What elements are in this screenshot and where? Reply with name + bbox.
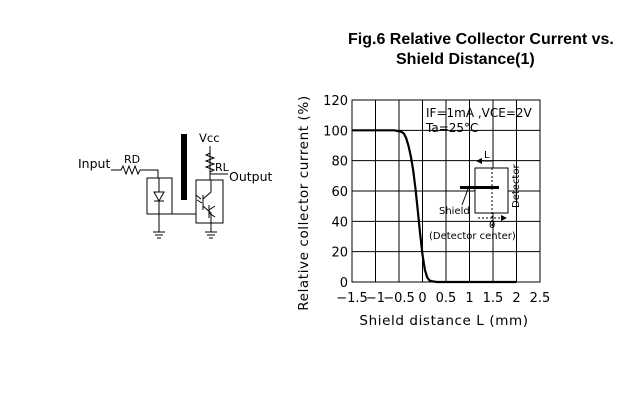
figure-title-line-2: Shield Distance(1) [396, 51, 535, 68]
x-tick-label-8: 2.5 [530, 291, 551, 306]
x-tick-label-2: −0.5 [383, 291, 415, 306]
x-tick-label-1: −1 [366, 291, 385, 306]
circuit-diagram: Input RD Vcc RL Output [78, 131, 273, 239]
y-tick-label-0: 0 [340, 276, 348, 291]
inset-shield-plate [460, 186, 499, 189]
detector-ground-symbol [205, 231, 217, 239]
inset-shield-label: Shield [439, 206, 470, 217]
figure-title-line-1: Fig.6 Relative Collector Current vs. [348, 31, 614, 48]
figure-title: Fig.6 Relative Collector Current vs. Shi… [348, 30, 614, 70]
inset-detector-body [474, 167, 509, 214]
rl-resistor [204, 152, 216, 173]
rd-resistor [111, 164, 159, 178]
y-tick-label-6: 120 [323, 94, 348, 109]
x-tick-label-4: 0.5 [436, 291, 457, 306]
rl-label: RL [215, 161, 230, 174]
y-axis-label: Relative collector current (%) [296, 95, 312, 310]
series-line-0 [352, 129, 517, 284]
y-tick-label-1: 20 [331, 246, 348, 261]
y-tick-labels: 0 20 40 60 80 100 120 [323, 94, 348, 291]
inset-caption: (Detector center) [429, 231, 516, 242]
x-tick-label-5: 1 [465, 291, 473, 306]
x-tick-label-3: 0 [418, 291, 426, 306]
x-tick-label-0: −1.5 [336, 291, 368, 306]
test-condition-2: Ta=25°C [425, 121, 478, 135]
rd-label: RD [124, 153, 140, 166]
inset-l-label: L [484, 150, 490, 161]
led-symbol [153, 178, 165, 232]
chart-series [352, 129, 517, 284]
emitter-ground-symbol [153, 231, 165, 239]
inset-detector-label: Detector [511, 164, 522, 208]
y-tick-label-5: 100 [323, 124, 348, 139]
input-label: Input [78, 156, 110, 171]
y-tick-label-3: 60 [331, 185, 348, 200]
vcc-label: Vcc [199, 131, 220, 145]
x-tick-label-6: 1.5 [483, 291, 504, 306]
inset-diagram: L Detector Shield 0 (Detector center) [429, 150, 522, 242]
inset-shield-leader [461, 188, 469, 206]
x-axis-label: Shield distance L (mm) [359, 313, 528, 329]
light-arrows [195, 194, 203, 204]
inset-zero-label: 0 [489, 220, 495, 231]
shield-plate [181, 134, 187, 200]
phototransistor-symbol [202, 180, 212, 223]
output-label: Output [229, 169, 273, 184]
test-condition-1: IF=1mA ,VCE=2V [426, 106, 533, 120]
darlington-stage [208, 205, 216, 218]
x-tick-label-7: 2 [512, 291, 520, 306]
y-tick-label-4: 80 [331, 155, 348, 170]
y-tick-label-2: 40 [331, 215, 348, 230]
